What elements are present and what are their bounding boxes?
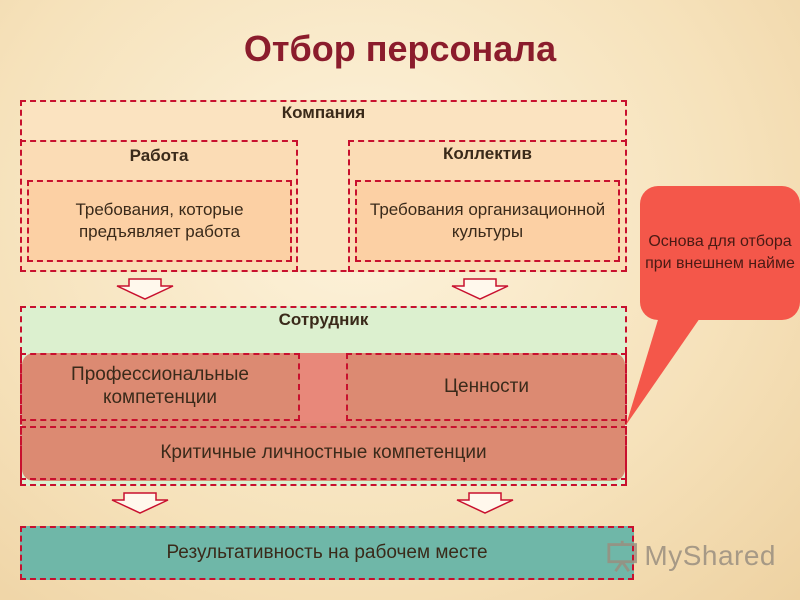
watermark-text: MyShared (644, 540, 776, 571)
result-box: Результативность на рабочем месте (20, 526, 634, 580)
down-arrow-icon (111, 492, 169, 514)
down-arrow-icon (456, 492, 514, 514)
team-requirements: Требования организационной культуры (355, 180, 620, 262)
slide-title: Отбор персонала (243, 28, 557, 69)
company-label: Компания (281, 103, 366, 122)
work-requirements: Требования, которые предъявляет работа (27, 180, 292, 262)
work-label: Работа (129, 146, 189, 165)
critical-competencies: Критичные личностные компетенции (20, 426, 627, 480)
team-label: Коллектив (443, 144, 532, 163)
employee-label: Сотрудник (278, 310, 369, 329)
competencies-connector (300, 353, 346, 423)
values-box: Ценности (346, 353, 627, 421)
callout-bubble: Основа для отбора при внешнем найме (640, 186, 800, 320)
watermark: MyShared (606, 536, 776, 576)
down-arrow-icon (116, 278, 174, 300)
professional-competencies: Профессиональные компетенции (20, 353, 300, 421)
presentation-icon (607, 540, 637, 573)
down-arrow-icon (451, 278, 509, 300)
